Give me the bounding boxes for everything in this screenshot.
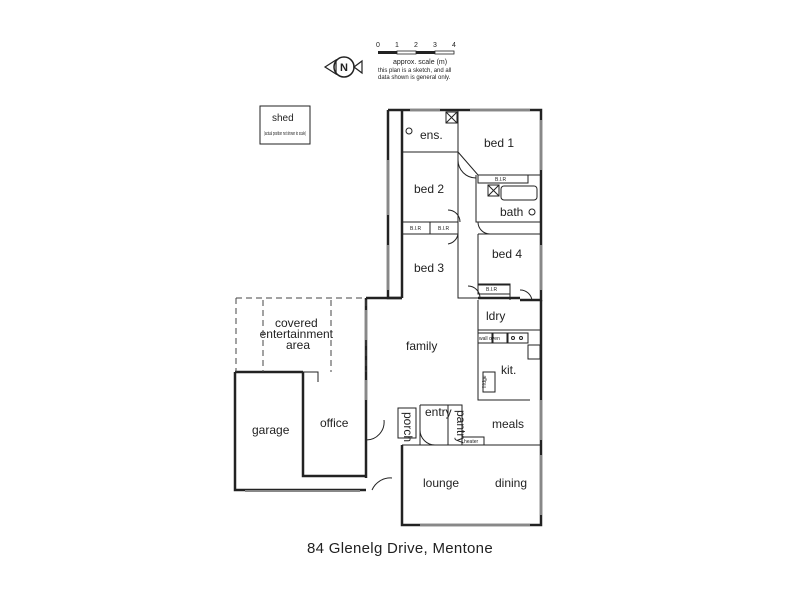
room-label-kit: kit. <box>501 363 516 377</box>
scale-tick-0: 0 <box>376 42 380 49</box>
room-label-garage: garage <box>252 423 290 437</box>
fixture-wall-oven: wall oven <box>479 336 500 342</box>
property-address: 84 Glenelg Drive, Mentone <box>307 540 493 557</box>
north-compass-icon: N <box>323 56 363 78</box>
fixture-fridge: fridge <box>482 375 488 388</box>
scale-tick-1: 1 <box>395 42 399 49</box>
shed: shed (actual position not shown to scale… <box>259 105 311 145</box>
scale-tick-4: 4 <box>452 42 456 49</box>
room-label-meals: meals <box>492 417 524 431</box>
room-label-office: office <box>320 416 349 430</box>
fixture-bir-bed1: B.I.R <box>495 177 507 183</box>
fixture-heater: heater <box>464 439 479 445</box>
scale-tick-2: 2 <box>414 42 418 49</box>
fixture-bir-bed4: B.I.R <box>486 287 498 293</box>
fixture-bir-bed2: B.I.R <box>410 226 422 232</box>
room-label-porch: porch <box>401 412 415 442</box>
scale-label: approx. scale (m) <box>393 59 447 66</box>
scale-bar: 0 1 2 3 4 approx. scale (m) this plan is… <box>376 42 456 81</box>
room-label-ldry: ldry <box>486 309 505 323</box>
room-label-bed1: bed 1 <box>484 136 514 150</box>
room-label-entry: entry <box>425 405 452 419</box>
room-label-dining: dining <box>495 476 527 490</box>
room-label-bath: bath <box>500 205 523 219</box>
room-label-covered: covered entertainment area <box>260 316 337 352</box>
compass-letter: N <box>340 62 348 74</box>
room-label-bed4: bed 4 <box>492 247 522 261</box>
scale-note-line1: this plan is a sketch, and all <box>378 68 451 74</box>
room-label-bed3: bed 3 <box>414 261 444 275</box>
shed-label: shed <box>272 113 294 124</box>
scale-note-line2: data shown is general only. <box>378 75 451 81</box>
fixture-bir-bed3: B.I.R <box>438 226 450 232</box>
room-label-bed2: bed 2 <box>414 182 444 196</box>
scale-tick-3: 3 <box>433 42 437 49</box>
room-label-ens: ens. <box>420 128 443 142</box>
room-label-pantry: pantry <box>454 410 468 443</box>
room-label-family: family <box>406 339 437 353</box>
room-label-lounge: lounge <box>423 476 459 490</box>
shed-note: (actual position not shown to scale) <box>264 131 306 137</box>
